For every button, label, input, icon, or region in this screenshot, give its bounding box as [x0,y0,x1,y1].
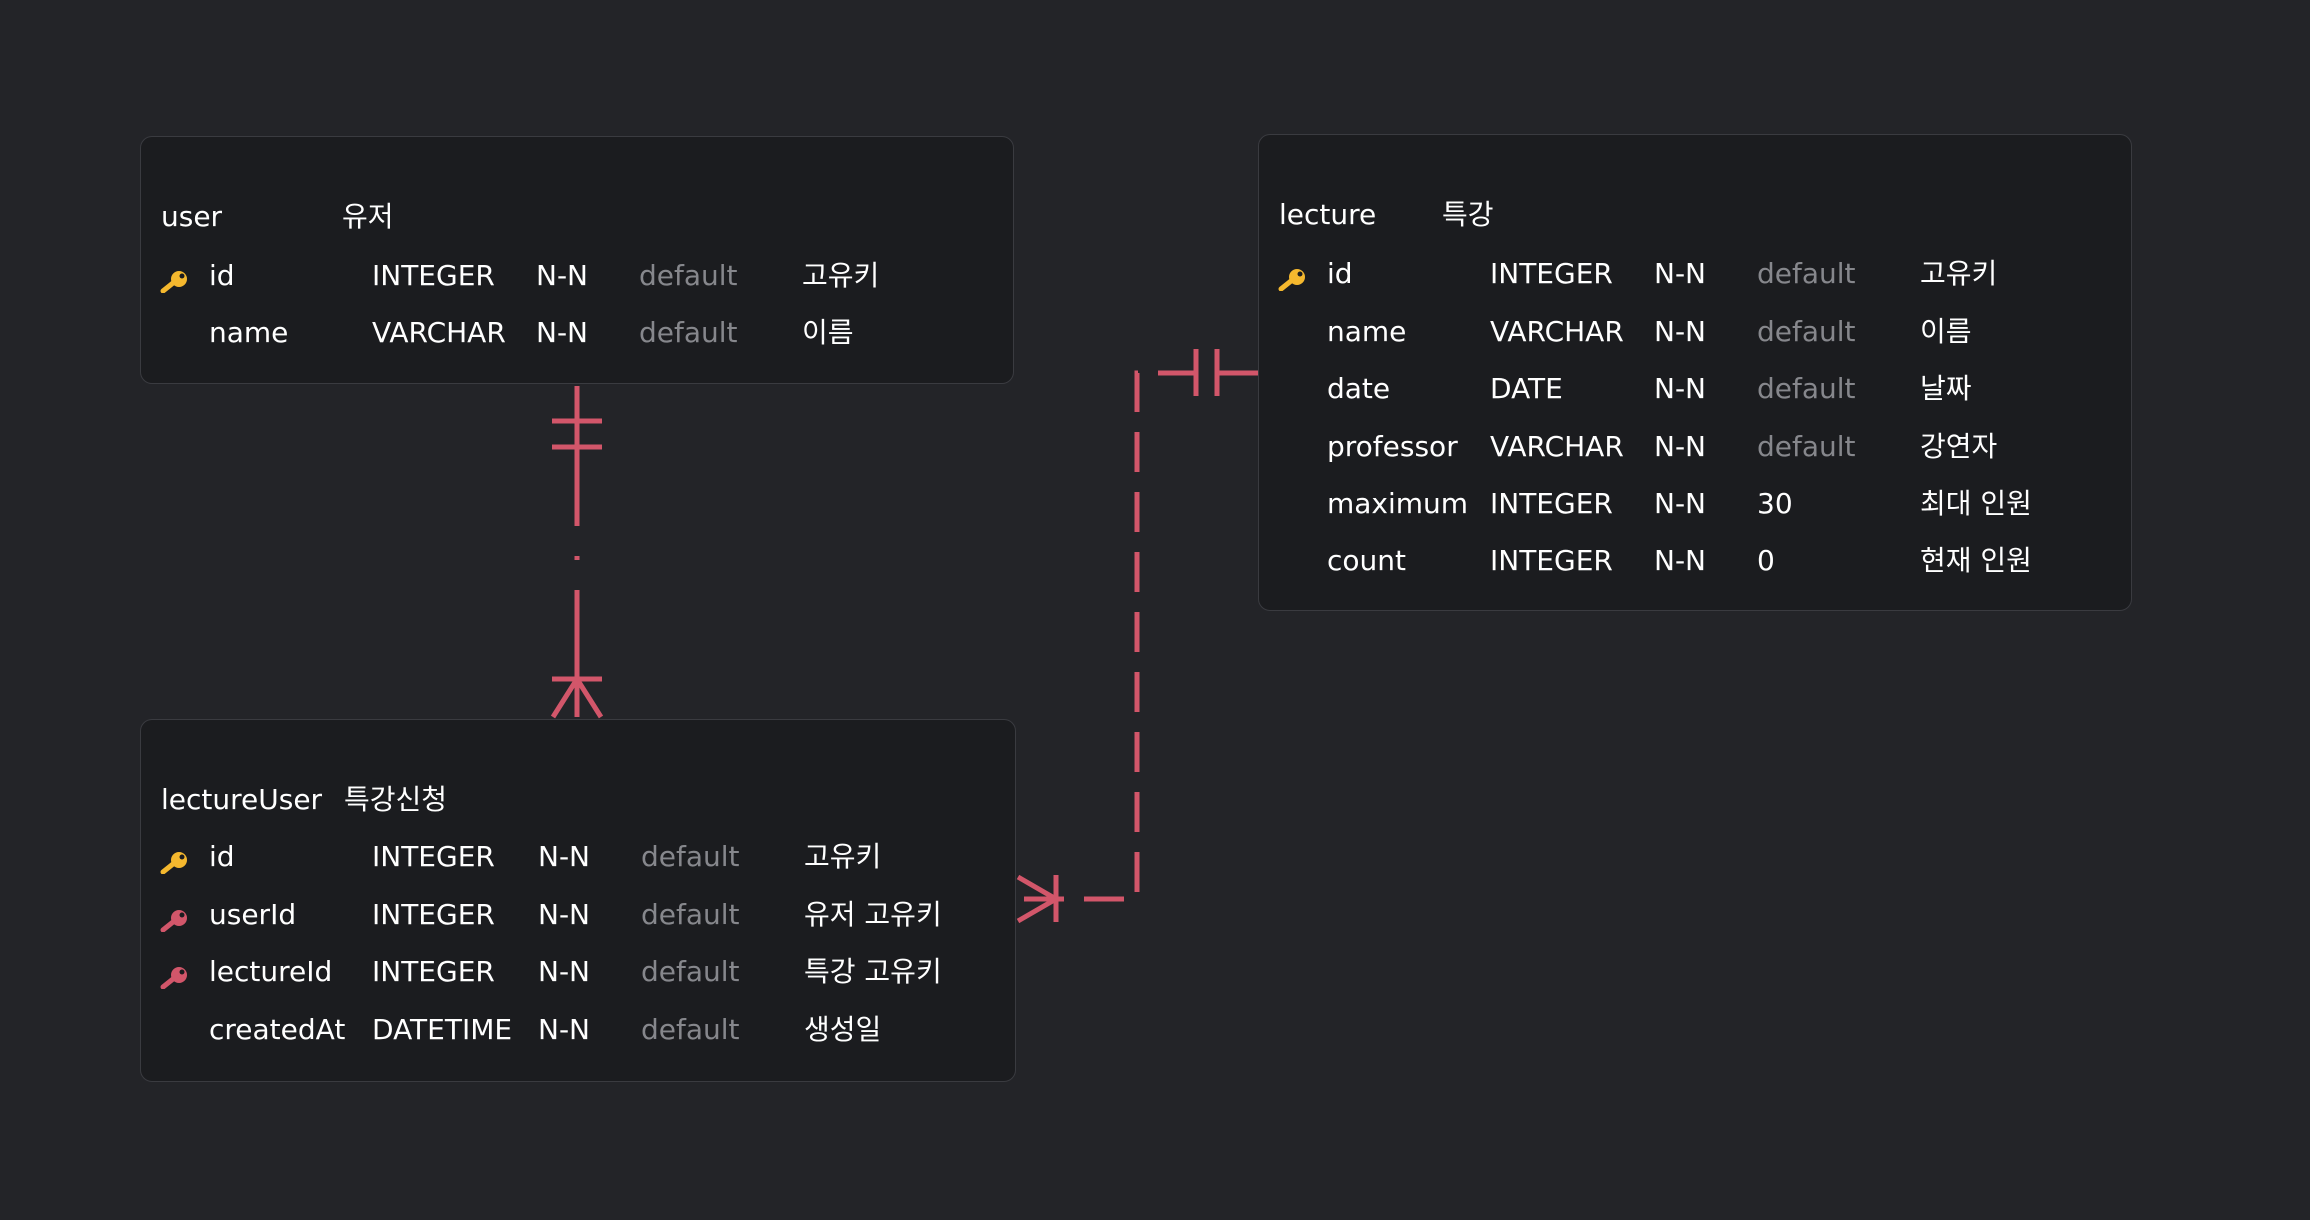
key-icon [160,264,192,294]
column-name[interactable]: date [1327,372,1391,405]
column-nullability[interactable]: N-N [1654,430,1706,463]
column-nullability[interactable]: N-N [536,259,588,292]
column-type[interactable]: INTEGER [372,840,495,873]
column-default[interactable]: default [1757,372,1856,405]
foreign-key-icon [160,960,192,990]
column-row[interactable]: name VARCHAR N-N default 이름 [1259,312,2131,352]
table-lectureUser[interactable]: lectureUser 특강신청 id INTEGER N-N default … [140,719,1016,1082]
column-default[interactable]: default [1757,257,1856,290]
column-type[interactable]: INTEGER [372,955,495,988]
column-comment[interactable]: 생성일 [804,1013,882,1046]
column-comment[interactable]: 현재 인원 [1920,544,2032,577]
column-default[interactable]: default [639,316,738,349]
column-name[interactable]: id [1327,257,1353,290]
column-nullability[interactable]: N-N [538,840,590,873]
column-type[interactable]: INTEGER [372,259,495,292]
table-user[interactable]: user 유저 id INTEGER N-N default 고유키 name … [140,136,1014,384]
column-nullability[interactable]: N-N [1654,544,1706,577]
key-icon [160,845,192,875]
column-name[interactable]: userId [209,898,297,931]
column-type[interactable]: VARCHAR [1490,430,1624,463]
column-nullability[interactable]: N-N [1654,257,1706,290]
column-type[interactable]: INTEGER [1490,544,1613,577]
column-name[interactable]: maximum [1327,487,1469,520]
column-row[interactable]: maximum INTEGER N-N 30 최대 인원 [1259,484,2131,524]
column-default[interactable]: 30 [1757,487,1793,520]
column-type[interactable]: VARCHAR [372,316,506,349]
table-comment[interactable]: 특강 [1442,198,1494,231]
column-comment[interactable]: 이름 [802,316,854,349]
column-type[interactable]: DATE [1490,372,1563,405]
table-name[interactable]: lectureUser [161,783,323,816]
column-row[interactable]: createdAt DATETIME N-N default 생성일 [141,1010,1015,1050]
column-name[interactable]: name [209,316,289,349]
column-row[interactable]: userId INTEGER N-N default 유저 고유키 [141,895,1015,935]
key-icon [1278,262,1310,292]
column-default[interactable]: default [1757,315,1856,348]
column-nullability[interactable]: N-N [538,898,590,931]
column-name[interactable]: professor [1327,430,1458,463]
column-name[interactable]: name [1327,315,1407,348]
table-comment[interactable]: 특강신청 [344,783,448,816]
column-default[interactable]: default [641,955,740,988]
column-nullability[interactable]: N-N [1654,315,1706,348]
column-row[interactable]: id INTEGER N-N default 고유키 [141,837,1015,877]
one-or-many-marker [1016,874,1061,924]
column-default[interactable]: default [641,840,740,873]
column-type[interactable]: INTEGER [1490,257,1613,290]
one-and-only-one-marker [552,418,602,450]
column-default[interactable]: default [639,259,738,292]
column-comment[interactable]: 최대 인원 [1920,487,2032,520]
column-comment[interactable]: 유저 고유키 [804,898,942,931]
table-name[interactable]: lecture [1279,198,1377,231]
column-comment[interactable]: 강연자 [1920,430,1998,463]
column-name[interactable]: id [209,840,235,873]
column-default[interactable]: default [641,898,740,931]
column-nullability[interactable]: N-N [536,316,588,349]
column-type[interactable]: VARCHAR [1490,315,1624,348]
column-comment[interactable]: 이름 [1920,315,1972,348]
column-type[interactable]: INTEGER [372,898,495,931]
column-name[interactable]: id [209,259,235,292]
relation-lecture-lectureUser[interactable] [1016,349,1258,924]
column-type[interactable]: DATETIME [372,1013,513,1046]
column-comment[interactable]: 특강 고유키 [804,955,942,988]
table-name[interactable]: user [161,200,223,233]
relation-user-lectureUser[interactable] [550,386,604,719]
relation-line[interactable] [1018,370,1258,902]
foreign-key-icon [160,903,192,933]
table-lecture[interactable]: lecture 특강 id INTEGER N-N default 고유키 na… [1258,134,2132,611]
column-nullability[interactable]: N-N [1654,487,1706,520]
column-default[interactable]: default [641,1013,740,1046]
column-name[interactable]: createdAt [209,1013,346,1046]
column-row[interactable]: lectureId INTEGER N-N default 특강 고유키 [141,952,1015,992]
column-comment[interactable]: 고유키 [802,259,880,292]
one-and-only-one-marker [1193,349,1220,396]
column-default[interactable]: default [1757,430,1856,463]
column-row[interactable]: name VARCHAR N-N default 이름 [141,313,1013,353]
column-comment[interactable]: 고유키 [1920,257,1998,290]
column-default[interactable]: 0 [1757,544,1775,577]
column-row[interactable]: id INTEGER N-N default 고유키 [1259,254,2131,294]
column-nullability[interactable]: N-N [538,1013,590,1046]
column-row[interactable]: count INTEGER N-N 0 현재 인원 [1259,541,2131,581]
column-row[interactable]: professor VARCHAR N-N default 강연자 [1259,427,2131,467]
column-comment[interactable]: 고유키 [804,840,882,873]
column-name[interactable]: lectureId [209,955,333,988]
column-row[interactable]: date DATE N-N default 날짜 [1259,369,2131,409]
column-comment[interactable]: 날짜 [1920,372,1972,405]
column-nullability[interactable]: N-N [1654,372,1706,405]
column-name[interactable]: count [1327,544,1406,577]
one-or-many-marker [550,676,604,719]
column-nullability[interactable]: N-N [538,955,590,988]
column-type[interactable]: INTEGER [1490,487,1613,520]
table-comment[interactable]: 유저 [342,200,394,233]
column-row[interactable]: id INTEGER N-N default 고유키 [141,256,1013,296]
